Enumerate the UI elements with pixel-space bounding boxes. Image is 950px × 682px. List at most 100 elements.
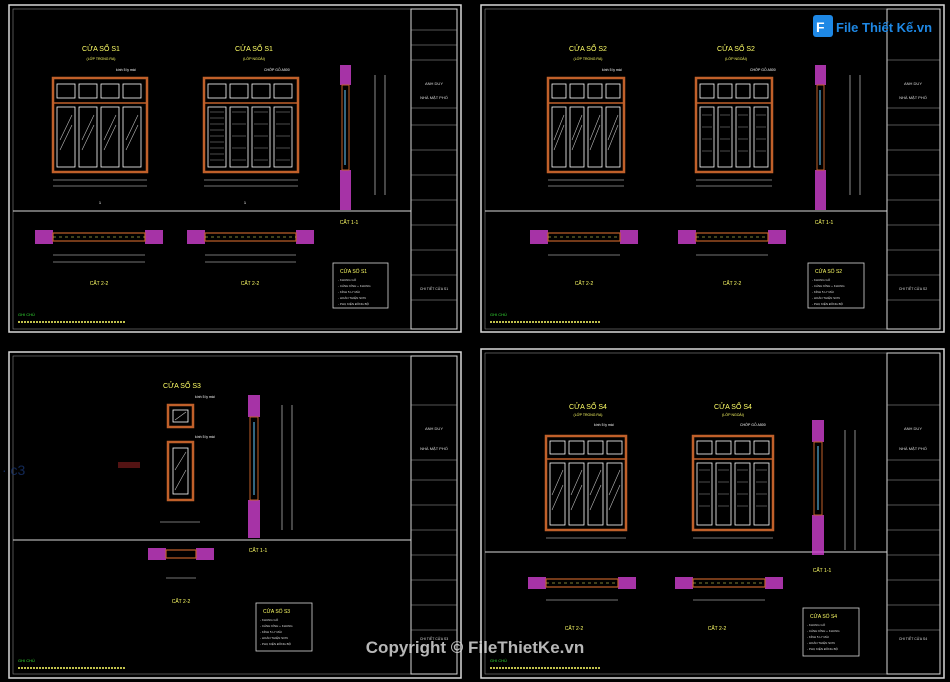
- horizontal-sections: CẮT 2-2: [148, 548, 214, 605]
- legend-line: - KÍNH 5 LY MÀI: [338, 290, 360, 294]
- window-elevation-left: 1: [51, 76, 149, 205]
- vertical-section: CẮT 1-1: [340, 65, 386, 226]
- window-elevation-left: [546, 76, 626, 187]
- legend-box: CỬA SỔ S4 - KHUNG GỖ - CÁNH KÍNH + KHUNG…: [802, 607, 860, 657]
- legend-line: - PHỤ KIỆN ĐỒNG BỘ: [812, 301, 844, 306]
- elevation-title-right: CỬA SỔ S2: [717, 44, 755, 53]
- elevation-sub-right: (LỚP NGOÀI): [243, 56, 265, 61]
- svg-text:1: 1: [99, 200, 102, 205]
- note-label: GHI CHÚ: [18, 658, 35, 663]
- legend-box: CỬA SỔ S2 - KHUNG GỖ - CÁNH KÍNH + KHUNG…: [807, 262, 865, 309]
- note-label: GHI CHÚ: [18, 312, 35, 317]
- horizontal-sections: CẮT 2-2 CẮT 2-2: [530, 230, 786, 287]
- glass-tag-2: kính 5 ly mài: [195, 435, 215, 439]
- window-elevation-small: [160, 403, 200, 523]
- notes: GHI CHÚ: [18, 658, 125, 669]
- legend-line: - HOÀN THIỆN SƠN: [807, 640, 835, 645]
- legend-box: CỬA SỔ S3 - KHUNG GỖ - CÁNH KÍNH + KHUNG…: [255, 602, 313, 652]
- legend-box: CỬA SỔ S1 - KHUNG GỖ - CÁNH KÍNH + KHUNG…: [332, 262, 389, 309]
- section-2-label-b: CẮT 2-2: [241, 279, 260, 287]
- sheet-s1: ANH DUY NHÀ MẶT PHỐ CHI TIẾT CỬA S1 CỬA …: [8, 4, 462, 333]
- vertical-section: CẮT 1-1: [248, 395, 293, 554]
- glass-tag: kính 5 ly mài: [602, 68, 622, 72]
- legend-line: - CÁNH KÍNH + KHUNG: [260, 624, 293, 628]
- window-elevation-right: [691, 434, 775, 539]
- svg-text:1: 1: [244, 200, 247, 205]
- title-block-drawing: CHI TIẾT CỬA S2: [899, 286, 927, 291]
- elevation-title-left: CỬA SỔ S4: [569, 402, 607, 411]
- legend-line: - KÍNH 5 LY MÀI: [260, 630, 282, 634]
- elevation-sub-right: (LỚP NGOÀI): [725, 56, 747, 61]
- section-label: CẮT 1-1: [813, 566, 832, 574]
- elevation-title-right: CỬA SỔ S4: [714, 402, 752, 411]
- brand-logo-text: File Thiết Kế.vn: [836, 20, 932, 35]
- sheet-s2: ANH DUY NHÀ MẶT PHỐ CHI TIẾT CỬA S2 CỬA …: [480, 4, 945, 333]
- sheet-s3: ANH DUY NHÀ MẶT PHỐ CHI TIẾT CỬA S3 · c3…: [2, 351, 462, 679]
- logo-icon: [813, 15, 833, 37]
- title-block-project: NHÀ MẶT PHỐ: [420, 95, 448, 100]
- title-block-project: NHÀ MẶT PHỐ: [899, 95, 927, 100]
- title-block-drawing: CHI TIẾT CỬA S3: [420, 636, 448, 641]
- sheet-s4: ANH DUY NHÀ MẶT PHỐ CHI TIẾT CỬA S4 CỬA …: [480, 348, 945, 679]
- legend-line: - KHUNG GỖ: [812, 277, 831, 282]
- elevation-title-left: CỬA SỔ S3: [163, 381, 201, 390]
- section-label: CẮT 1-1: [249, 546, 268, 554]
- louver-tag: CHỚP GỖ A500: [750, 67, 776, 72]
- legend-line: - HOÀN THIỆN SƠN: [260, 635, 288, 640]
- legend-line: - CÁNH KÍNH + KHUNG: [338, 284, 371, 288]
- legend-line: - KHUNG GỖ: [260, 617, 279, 622]
- section-label: CẮT 1-1: [815, 218, 834, 226]
- title-block: ANH DUY NHÀ MẶT PHỐ CHI TIẾT CỬA S1: [410, 8, 458, 330]
- title-block: ANH DUY NHÀ MẶT PHỐ CHI TIẾT CỬA S3: [410, 355, 458, 675]
- section-label: CẮT 1-1: [340, 218, 359, 226]
- title-block-client: ANH DUY: [425, 426, 443, 431]
- elevation-sub-right: (LỚP NGOÀI): [722, 412, 744, 417]
- horizontal-sections: CẮT 2-2 CẮT 2-2: [35, 230, 314, 287]
- legend-title: CỬA SỔ S2: [815, 268, 842, 275]
- notes: GHI CHÚ: [490, 658, 600, 669]
- note-label: GHI CHÚ: [490, 658, 507, 663]
- title-block-client: ANH DUY: [425, 81, 443, 86]
- legend-line: - PHỤ KIỆN ĐỒNG BỘ: [260, 641, 292, 646]
- section-2-label-b: CẮT 2-2: [708, 624, 727, 632]
- title-block: ANH DUY NHÀ MẶT PHỐ CHI TIẾT CỬA S2: [886, 8, 941, 330]
- legend-title: CỬA SỔ S3: [263, 608, 290, 615]
- glass-tag: kính 5 ly mài: [195, 395, 215, 399]
- title-block-client: ANH DUY: [904, 81, 922, 86]
- note-label: GHI CHÚ: [490, 312, 507, 317]
- louver-tag: CHỚP GỖ A500: [264, 67, 290, 72]
- legend-line: - HOÀN THIỆN SƠN: [338, 295, 366, 300]
- horizontal-sections: CẮT 2-2 CẮT 2-2: [528, 577, 783, 632]
- vertical-section: CẮT 1-1: [812, 420, 856, 574]
- title-block-drawing: CHI TIẾT CỬA S1: [420, 286, 448, 291]
- section-2-label-a: CẮT 2-2: [575, 279, 594, 287]
- elevation-title-left: CỬA SỔ S2: [569, 44, 607, 53]
- section-2-label-a: CẮT 2-2: [172, 597, 191, 605]
- brand-logo: F File Thiết Kế.vn: [813, 15, 932, 37]
- title-block-client: ANH DUY: [904, 426, 922, 431]
- legend-title: CỬA SỔ S4: [810, 613, 837, 620]
- section-2-label-a: CẮT 2-2: [565, 624, 584, 632]
- legend-line: - KHUNG GỖ: [338, 277, 357, 282]
- notes: GHI CHÚ: [18, 312, 125, 323]
- legend-line: - KHUNG GỖ: [807, 622, 826, 627]
- window-elevation-left: [544, 434, 628, 539]
- legend-line: - PHỤ KIỆN ĐỒNG BỘ: [807, 646, 839, 651]
- glass-tag: kính 5 ly mài: [594, 423, 614, 427]
- louver-tag: CHỚP GỖ A500: [740, 422, 766, 427]
- vertical-section: CẮT 1-1: [815, 65, 861, 226]
- notes: GHI CHÚ: [490, 312, 600, 323]
- legend-line: - HOÀN THIỆN SƠN: [812, 295, 840, 300]
- elevation-title-left: CỬA SỔ S1: [82, 44, 120, 53]
- elevation-sub-left: (LỚP TRONG RA): [574, 412, 603, 417]
- title-block-project: NHÀ MẶT PHỐ: [899, 446, 927, 451]
- legend-line: - KÍNH 5 LY MÀI: [807, 635, 829, 639]
- window-elevation-right: [694, 76, 774, 187]
- window-elevation-right: 1: [202, 76, 300, 205]
- elevation-sub-left: (LỚP TRONG RA): [574, 56, 603, 61]
- title-block: ANH DUY NHÀ MẶT PHỐ CHI TIẾT CỬA S4: [886, 352, 941, 675]
- elevation-title-right: CỬA SỔ S1: [235, 44, 273, 53]
- legend-line: - CÁNH KÍNH + KHUNG: [807, 629, 840, 633]
- title-block-project: NHÀ MẶT PHỐ: [420, 446, 448, 451]
